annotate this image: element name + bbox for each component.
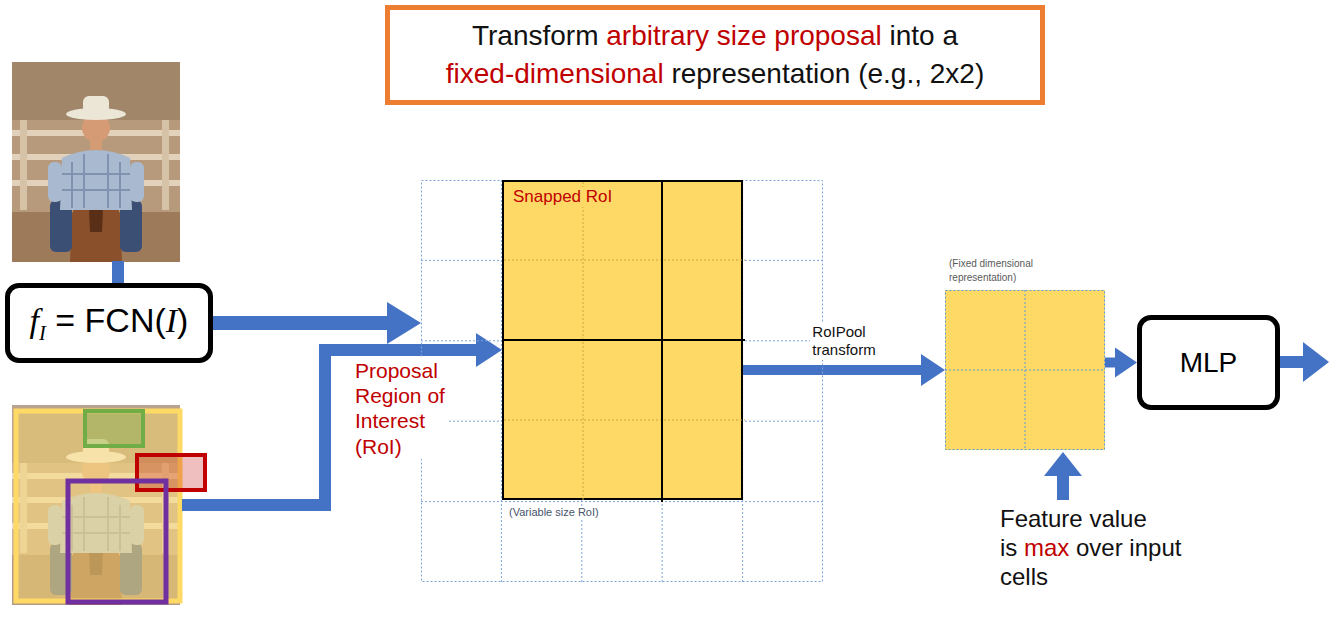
fcn-box: fI = FCN(I) xyxy=(5,283,213,363)
grid-line xyxy=(421,501,823,502)
grid-line xyxy=(662,180,663,582)
snapped-lines xyxy=(504,182,741,498)
proposal-box-purple xyxy=(68,481,166,602)
photo-connector xyxy=(112,261,124,284)
arrow-head xyxy=(1115,348,1137,378)
text-run: representation) xyxy=(949,272,1016,283)
text-run: representation (e.g., 2x2) xyxy=(664,58,985,89)
proposal-label: Proposal Region of Interest (RoI) xyxy=(353,358,447,459)
output-arrow-line xyxy=(1280,356,1306,368)
text-run: arbitrary size proposal xyxy=(606,20,881,51)
input-photo xyxy=(12,62,180,262)
grid-outline xyxy=(422,181,823,582)
proposal-box-red xyxy=(137,455,205,490)
text-run: transform xyxy=(812,341,875,358)
text-run: RoIPool xyxy=(812,323,865,340)
title-text: Transform arbitrary size proposal into a… xyxy=(446,17,985,93)
text-run: MLP xyxy=(1180,347,1238,378)
fixed-lines xyxy=(945,290,1105,450)
fixed-cell-line xyxy=(945,370,1105,371)
text-run: I xyxy=(39,322,46,344)
text-run: over input xyxy=(1069,534,1181,561)
text-run: f xyxy=(30,302,39,339)
text-run: Interest xyxy=(355,409,425,432)
proposal-arrow-head xyxy=(476,333,502,367)
arrow-line xyxy=(743,365,923,375)
pool-split xyxy=(661,182,663,502)
text-run: I xyxy=(166,302,177,339)
text-run: fixed-dimensional xyxy=(446,58,664,89)
text-run: Region of xyxy=(355,384,445,407)
text-run: (Fixed dimensional xyxy=(949,258,1033,269)
arrow-head xyxy=(921,354,945,386)
text-run: (RoI) xyxy=(355,435,402,458)
proposal-box-yellow xyxy=(16,411,180,601)
text-run: Transform xyxy=(472,20,606,51)
text-run: max xyxy=(1024,534,1069,561)
proposal-photo xyxy=(12,405,205,605)
text-run: Proposal xyxy=(355,359,438,382)
snapped-roi: Snapped RoI xyxy=(502,180,743,500)
text-run: into a xyxy=(882,20,958,51)
fixed-caption: (Fixed dimensional representation) xyxy=(949,257,1033,285)
mlp-text: MLP xyxy=(1180,347,1238,379)
pointer-arrow-head xyxy=(1044,452,1082,476)
text-run: Snapped RoI xyxy=(513,187,612,206)
cell-line xyxy=(504,260,745,261)
flow-arrow xyxy=(213,302,421,344)
fixed-grid: (Fixed dimensional representation) xyxy=(945,290,1105,450)
edge-label: RoIPool transform xyxy=(810,323,877,361)
cell-line xyxy=(583,182,584,502)
proposal-arrow-line xyxy=(182,350,478,505)
proposal-box-green xyxy=(85,411,143,446)
arrow-head xyxy=(387,302,421,344)
grid-caption: (Variable size RoI) xyxy=(507,506,601,518)
max-note: Feature value is max over input cells xyxy=(1000,505,1181,591)
pool-split xyxy=(504,339,745,341)
text-run: = FCN( xyxy=(46,301,166,339)
text-run: ) xyxy=(177,301,188,339)
roi-heading: Snapped RoI xyxy=(511,187,614,207)
fcn-formula: fI = FCN(I) xyxy=(30,301,189,345)
text-run: is xyxy=(1000,534,1024,561)
pointer-arrow-line xyxy=(1057,472,1069,500)
flow-arrow xyxy=(1105,348,1137,378)
mlp-box: MLP xyxy=(1137,315,1280,410)
proposal-photo-image xyxy=(12,405,180,605)
text-run: (Variable size RoI) xyxy=(509,506,599,518)
text-run: Feature value xyxy=(1000,505,1147,532)
arrow-line xyxy=(213,316,389,330)
feature-map-grid: (Variable size RoI) Snapped RoI xyxy=(421,180,823,582)
output-arrow-head xyxy=(1303,342,1329,382)
cell-line xyxy=(504,420,745,421)
title-box: Transform arbitrary size proposal into a… xyxy=(385,5,1045,105)
fixed-outline xyxy=(946,291,1105,450)
text-run: cells xyxy=(1000,563,1048,590)
